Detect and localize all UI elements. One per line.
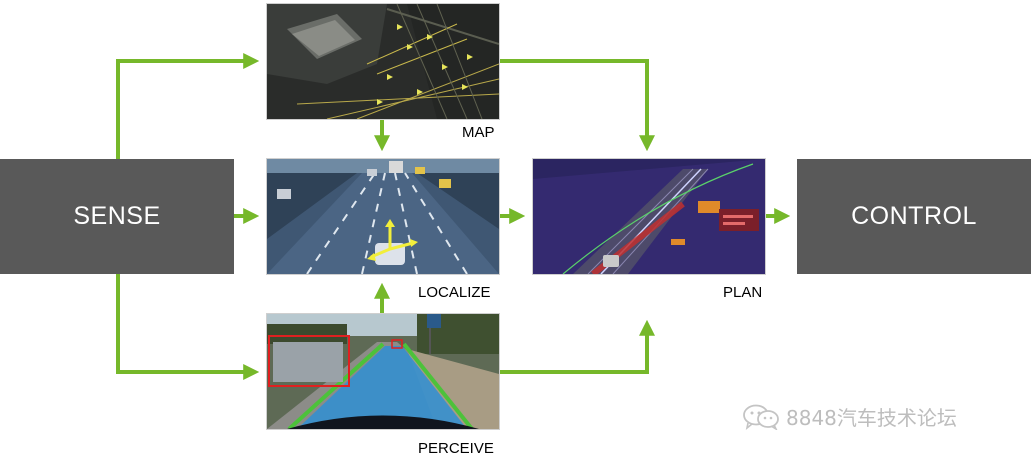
arrow-perceive-to-plan (499, 319, 655, 374)
perceive-image (266, 313, 500, 430)
localize-image (266, 158, 500, 275)
plan-image (532, 158, 766, 275)
perceive-label: PERCEIVE (418, 440, 494, 457)
map-label: MAP (462, 124, 495, 141)
localize-label: LOCALIZE (418, 284, 491, 301)
arrow-sense-to-perceive (116, 274, 260, 380)
control-label: CONTROL (851, 202, 977, 230)
plan-label: PLAN (723, 284, 763, 301)
control-box: CONTROL (797, 159, 1031, 274)
watermark-text: 8848汽车技术论坛 (786, 406, 957, 430)
sense-label: SENSE (73, 202, 161, 230)
arrow-sense-to-map (116, 53, 260, 159)
map-image (266, 3, 500, 120)
sense-box: SENSE (0, 159, 234, 274)
wechat-icon (743, 404, 779, 430)
arrow-map-to-plan (499, 59, 655, 152)
watermark: 8848汽车技术论坛 (742, 402, 957, 431)
